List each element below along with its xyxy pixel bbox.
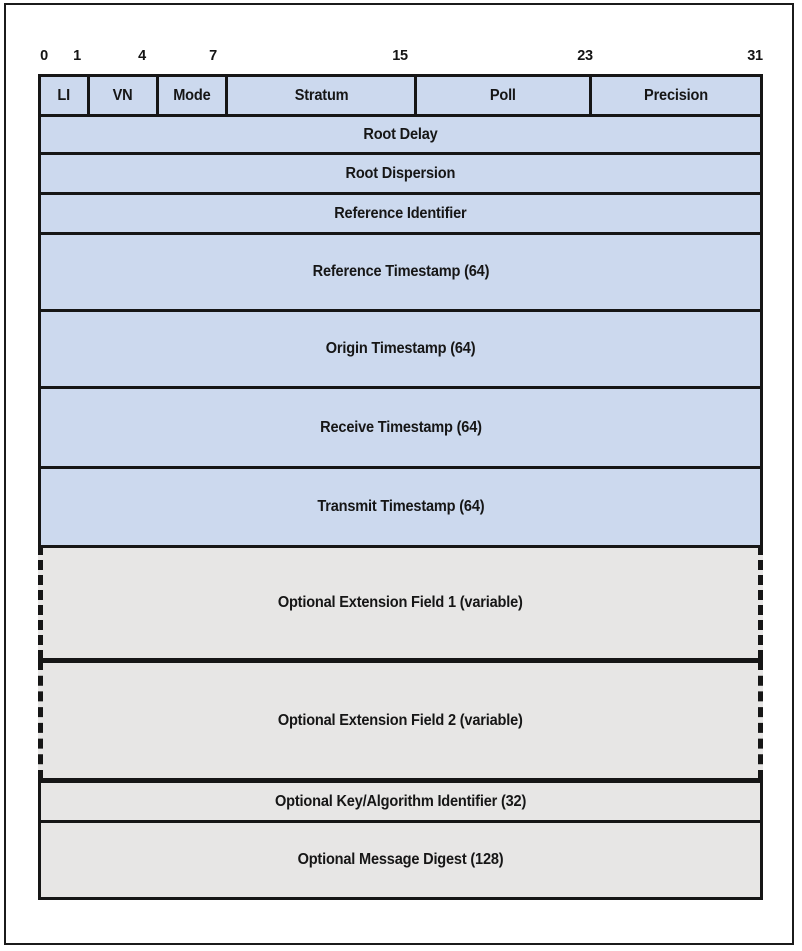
field-label: Optional Message Digest (128) xyxy=(297,851,504,868)
field-label: Poll xyxy=(489,86,516,104)
field-label: Root Delay xyxy=(363,125,438,143)
bit-label-7: 7 xyxy=(209,48,217,64)
outer-frame xyxy=(4,3,794,945)
field-label: Optional Key/Algorithm Identifier (32) xyxy=(274,792,527,810)
field-label: Origin Timestamp (64) xyxy=(325,340,476,357)
field-row-origin-timestamp: Origin Timestamp (64) xyxy=(38,309,763,386)
field-row-extension-field-2: Optional Extension Field 2 (variable) xyxy=(38,660,763,780)
field-label: Optional Extension Field 1 (variable) xyxy=(278,594,523,611)
field-label: Mode xyxy=(173,86,211,104)
field-row-header: LI VN Mode Stratum Poll Precision xyxy=(38,74,763,114)
field-row-reference-identifier: Reference Identifier xyxy=(38,192,763,232)
bit-label-23: 23 xyxy=(577,48,593,64)
ntp-packet-diagram: 0 1 4 7 15 23 31 LI VN Mode Stratum Poll xyxy=(38,48,763,900)
field-cell-stratum: Stratum xyxy=(228,77,418,114)
field-label: Reference Identifier xyxy=(334,204,467,222)
field-label: Reference Timestamp (64) xyxy=(312,263,489,280)
field-label: Receive Timestamp (64) xyxy=(319,418,482,436)
field-row-reference-timestamp: Reference Timestamp (64) xyxy=(38,232,763,309)
field-row-message-digest: Optional Message Digest (128) xyxy=(38,820,763,900)
bit-label-15: 15 xyxy=(392,48,408,64)
field-cell-poll: Poll xyxy=(417,77,592,114)
field-row-receive-timestamp: Receive Timestamp (64) xyxy=(38,386,763,466)
bit-ruler: 0 1 4 7 15 23 31 xyxy=(38,48,763,74)
field-row-key-algorithm-identifier: Optional Key/Algorithm Identifier (32) xyxy=(38,780,763,820)
bit-label-1: 1 xyxy=(73,48,81,64)
bit-label-31: 31 xyxy=(747,48,763,64)
field-label: Transmit Timestamp (64) xyxy=(316,498,485,515)
field-row-root-dispersion: Root Dispersion xyxy=(38,152,763,192)
field-label: Optional Extension Field 2 (variable) xyxy=(278,711,523,729)
field-row-extension-field-1: Optional Extension Field 1 (variable) xyxy=(38,545,763,660)
bit-label-4: 4 xyxy=(138,48,146,64)
field-label: LI xyxy=(57,86,71,104)
field-label: VN xyxy=(112,86,133,104)
field-row-root-delay: Root Delay xyxy=(38,114,763,152)
field-label: Precision xyxy=(643,86,708,104)
field-label: Stratum xyxy=(294,86,349,104)
field-cell-vn: VN xyxy=(90,77,159,114)
field-row-transmit-timestamp: Transmit Timestamp (64) xyxy=(38,466,763,545)
field-label: Root Dispersion xyxy=(345,164,456,182)
field-cell-precision: Precision xyxy=(592,77,760,114)
field-cell-li: LI xyxy=(41,77,91,114)
field-cell-mode: Mode xyxy=(159,77,229,114)
bit-label-0: 0 xyxy=(40,48,48,64)
field-rows: LI VN Mode Stratum Poll Precision Root D… xyxy=(38,74,763,900)
